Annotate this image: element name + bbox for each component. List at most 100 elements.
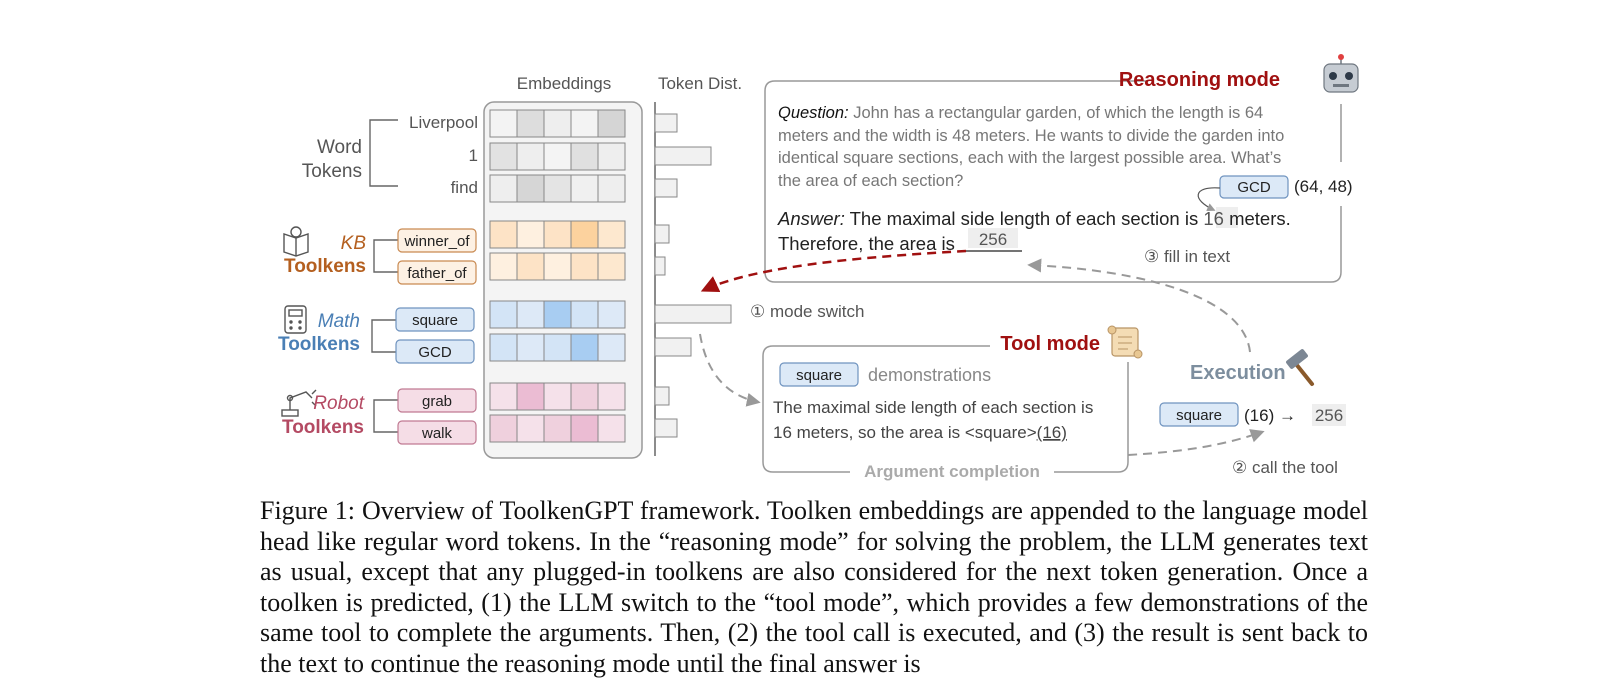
- token-dist-bar: [654, 337, 692, 357]
- embedding-cell: [570, 142, 599, 171]
- embedding-cell: [543, 300, 572, 329]
- execution-args: (16) →: [1244, 406, 1296, 425]
- robot-toolken: walk: [421, 425, 453, 442]
- math-toolken: GCD: [418, 344, 452, 361]
- embedding-cell: [489, 300, 518, 329]
- question-line: identical square sections, each with the…: [778, 149, 1281, 167]
- embedding-cell: [516, 382, 545, 411]
- embedding-cell: [516, 220, 545, 249]
- math-toolkens-group: Math Toolkens square GCD: [278, 305, 475, 364]
- embedding-cell: [597, 333, 626, 362]
- embeddings-header: Embeddings: [517, 74, 612, 93]
- fill-in-text-label: ③ fill in text: [1144, 247, 1230, 266]
- embedding-cell: [570, 109, 599, 138]
- word-token: find: [451, 178, 478, 197]
- embedding-cell: [570, 252, 599, 281]
- call-the-tool-label: ② call the tool: [1232, 458, 1338, 477]
- tool-mode-panel: Tool mode square demonstrations The maxi…: [762, 325, 1143, 481]
- demonstrations-label: demonstrations: [868, 365, 991, 385]
- embedding-cell: [597, 252, 626, 281]
- tool-mode-token: square: [796, 367, 842, 384]
- token-distribution: [654, 102, 732, 456]
- embedding-cell: [543, 142, 572, 171]
- embedding-cell: [489, 333, 518, 362]
- embedding-cell: [570, 220, 599, 249]
- question-line: the area of each section?: [778, 172, 963, 190]
- embedding-cell: [570, 174, 599, 203]
- embedding-cell: [489, 252, 518, 281]
- embedding-cell: [543, 252, 572, 281]
- gcd-args: (64, 48): [1294, 177, 1353, 196]
- kb-toolkens-label: Toolkens: [284, 256, 366, 277]
- math-label: Math: [318, 311, 360, 332]
- embedding-cell: [597, 142, 626, 171]
- execution-token: square: [1176, 407, 1222, 424]
- answer-line-2: Therefore, the area is: [778, 233, 955, 254]
- embedding-cell: [489, 174, 518, 203]
- embedding-cell: [543, 174, 572, 203]
- robot-toolkens-label: Toolkens: [282, 417, 364, 438]
- embedding-cell: [597, 300, 626, 329]
- tool-argument: (16): [1037, 423, 1067, 442]
- tool-demo-line: 16 meters, so the area is <square>(16): [773, 423, 1067, 442]
- reasoning-mode-title: Reasoning mode: [1119, 69, 1280, 91]
- embedding-cell: [570, 414, 599, 443]
- mode-switch-arrow: [700, 249, 967, 293]
- scroll-icon: [1107, 325, 1143, 359]
- embedding-cell: [516, 109, 545, 138]
- embedding-cell: [597, 220, 626, 249]
- embedding-cell: [570, 300, 599, 329]
- embedding-cell: [570, 333, 599, 362]
- kb-toolken: father_of: [407, 265, 467, 282]
- question-line: Question: John has a rectangular garden,…: [778, 104, 1263, 122]
- question-line: meters and the width is 48 meters. He wa…: [778, 127, 1284, 145]
- book-bulb-icon: [283, 226, 309, 257]
- embedding-cell: [489, 109, 518, 138]
- embedding-cell: [489, 142, 518, 171]
- token-dist-bar: [654, 178, 678, 198]
- embedding-cell: [543, 333, 572, 362]
- token-dist-bar: [654, 146, 712, 166]
- robot-arm-icon: [281, 389, 317, 417]
- embedding-cell: [516, 414, 545, 443]
- embedding-cell: [489, 414, 518, 443]
- kb-toolkens-group: KB Toolkens winner_of father_of: [283, 226, 477, 285]
- word-tokens-label-1: Word: [317, 137, 362, 158]
- robot-toolken: grab: [422, 393, 452, 410]
- token-dist-header: Token Dist.: [658, 74, 742, 93]
- answer-label: Answer:: [777, 208, 845, 229]
- token-dist-bar: [654, 304, 732, 324]
- word-tokens-group: Word Tokens Liverpool 1 find: [302, 113, 478, 197]
- embedding-cells: [489, 109, 626, 443]
- embedding-cell: [489, 382, 518, 411]
- mode-switch-label: ① mode switch: [750, 302, 864, 321]
- tool-demo-line: The maximal side length of each section …: [773, 398, 1093, 417]
- token-dist-bar: [654, 418, 678, 438]
- embedding-cell: [597, 109, 626, 138]
- answer-result: 256: [979, 230, 1007, 249]
- math-toolken: square: [412, 312, 458, 329]
- embedding-cell: [543, 382, 572, 411]
- argument-completion-label: Argument completion: [864, 462, 1040, 481]
- embedding-cell: [516, 300, 545, 329]
- execution-result: 256: [1315, 406, 1343, 425]
- kb-toolken: winner_of: [403, 233, 470, 250]
- reasoning-mode-panel: Reasoning mode Question: John has a rect…: [764, 54, 1359, 283]
- token-dist-bar: [654, 386, 670, 406]
- token-dist-bar: [654, 113, 678, 133]
- call-tool-arrow: [1127, 429, 1265, 456]
- embedding-cell: [516, 174, 545, 203]
- figure-caption: Figure 1: Overview of ToolkenGPT framewo…: [260, 496, 1368, 678]
- embedding-cell: [543, 220, 572, 249]
- answer-value: 16: [1203, 208, 1224, 229]
- word-token: Liverpool: [409, 113, 478, 132]
- question-label: Question:: [778, 104, 849, 122]
- toolkengpt-figure: Embeddings Token Dist. Word Tokens Liver…: [278, 54, 1359, 481]
- robot-toolkens-group: Robot Toolkens grab walk: [281, 388, 477, 445]
- embedding-cell: [543, 414, 572, 443]
- calculator-icon: [284, 305, 307, 334]
- hammer-icon: [1286, 349, 1314, 386]
- question-text: John has a rectangular garden, of which …: [849, 104, 1264, 122]
- word-tokens-label-2: Tokens: [302, 161, 362, 182]
- embedding-cell: [597, 382, 626, 411]
